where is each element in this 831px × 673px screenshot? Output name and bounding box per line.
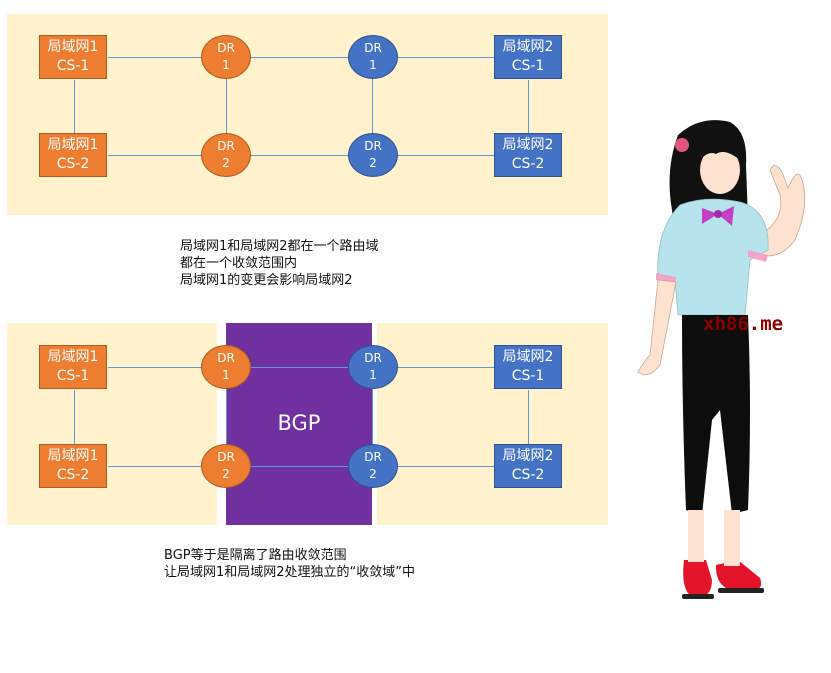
bgp-region: BGP (226, 323, 372, 525)
link-dr1-lan2cs1 (398, 57, 494, 58)
node-label-line1: 局域网1 (47, 349, 99, 365)
lan2-cs1-node: 局域网2 CS-1 (494, 35, 562, 79)
link-dr2-dr2 (251, 155, 348, 156)
lan2-cs2-node: 局域网2 CS-2 (494, 133, 562, 177)
ankle-shape (724, 510, 740, 566)
lower-arm-shape (637, 279, 677, 376)
dr2-right-node: DR 2 (348, 133, 398, 177)
bow-knot (714, 210, 722, 218)
sleeve-cuff-shape (748, 250, 768, 262)
watermark-text: xh86.me (703, 313, 784, 335)
node-label-line1: 局域网1 (47, 448, 99, 464)
caption-line: 让局域网1和局域网2处理独立的“收敛域”中 (164, 565, 416, 580)
lan2-cs1-node: 局域网2 CS-1 (494, 345, 562, 389)
link-lan1cs2-dr2 (108, 155, 201, 156)
node-label-line2: CS-2 (511, 156, 545, 172)
diagram1-caption: 局域网1和局域网2都在一个路由域 都在一个收敛范围内 局域网1的变更会影响局域网… (180, 238, 379, 289)
lan1-cs2-node: 局域网1 CS-2 (39, 444, 107, 488)
shirt-shape (657, 198, 769, 316)
node-label-line2: 1 (222, 368, 230, 382)
dr1-right-node: DR 1 (348, 35, 398, 79)
node-label-line1: 局域网1 (47, 137, 99, 153)
link-lan2cs1-lan2cs2 (528, 80, 529, 133)
link-dr2-lan2cs2 (398, 155, 494, 156)
node-label-line1: DR (217, 139, 235, 153)
caption-line: 都在一个收敛范围内 (180, 256, 298, 271)
node-label-line1: DR (364, 139, 382, 153)
ankle-shape (688, 510, 704, 562)
shoe-icon (683, 560, 712, 598)
diagram2-right-panel (377, 323, 608, 525)
node-label-line2: 2 (369, 467, 377, 481)
rose-icon (675, 138, 689, 152)
lan2-cs2-node: 局域网2 CS-2 (494, 444, 562, 488)
node-label-line2: CS-1 (56, 368, 90, 384)
link-dr2-lan2cs2 (398, 466, 494, 467)
link-lan1cs1-dr1 (108, 367, 201, 368)
link-dr1-dr2-left (226, 389, 227, 445)
link-dr1-dr2-right (372, 79, 373, 134)
dr2-right-node: DR 2 (348, 444, 398, 488)
node-label-line1: 局域网2 (502, 349, 554, 365)
node-label-line2: 1 (369, 58, 377, 72)
caption-line: BGP等于是隔离了路由收敛范围 (164, 548, 347, 563)
node-label-line1: DR (217, 450, 235, 464)
node-label-line1: DR (217, 41, 235, 55)
link-dr1-dr2-right (372, 389, 373, 445)
dr1-left-node: DR 1 (201, 345, 251, 389)
link-lan1cs1-dr1 (108, 57, 201, 58)
shoe-sole (682, 594, 714, 599)
node-label-line2: 2 (222, 156, 230, 170)
bangs-shape (698, 137, 740, 162)
node-label-line1: DR (364, 351, 382, 365)
link-lan1cs1-lan1cs2 (74, 80, 75, 133)
node-label-line1: DR (217, 351, 235, 365)
node-label-line2: 1 (222, 58, 230, 72)
node-label-line2: 2 (222, 467, 230, 481)
node-label-line1: 局域网2 (502, 137, 554, 153)
node-label-line1: DR (364, 450, 382, 464)
node-label-line2: CS-2 (511, 467, 545, 483)
raised-arm-shape (759, 165, 806, 257)
node-label-line2: CS-2 (56, 156, 90, 172)
link-lan2cs1-lan2cs2 (528, 390, 529, 444)
link-dr1-dr1 (251, 57, 348, 58)
caption-line: 局域网1的变更会影响局域网2 (180, 273, 353, 288)
link-dr2-dr2 (251, 466, 348, 467)
link-lan1cs1-lan1cs2 (74, 390, 75, 444)
link-dr1-dr1 (251, 367, 348, 368)
link-lan1cs2-dr2 (108, 466, 201, 467)
face-shape (700, 146, 740, 194)
node-label-line1: 局域网1 (47, 39, 99, 55)
diagram2-caption: BGP等于是隔离了路由收敛范围 让局域网1和局域网2处理独立的“收敛域”中 (164, 547, 415, 581)
caption-line: 局域网1和局域网2都在一个路由域 (180, 239, 379, 254)
node-label-line2: CS-1 (56, 58, 90, 74)
node-label-line2: 2 (369, 156, 377, 170)
node-label-line2: CS-2 (56, 467, 90, 483)
node-label-line2: 1 (369, 368, 377, 382)
bgp-label: BGP (277, 411, 321, 435)
dr2-left-node: DR 2 (201, 444, 251, 488)
shoe-sole (718, 588, 764, 593)
dr1-left-node: DR 1 (201, 35, 251, 79)
link-dr1-dr2-left (226, 79, 227, 134)
lan1-cs1-node: 局域网1 CS-1 (39, 35, 107, 79)
lan1-cs2-node: 局域网1 CS-2 (39, 133, 107, 177)
bow-tie-icon (702, 206, 734, 226)
node-label-line1: DR (364, 41, 382, 55)
node-label-line1: 局域网2 (502, 39, 554, 55)
dr2-left-node: DR 2 (201, 133, 251, 177)
node-label-line2: CS-1 (511, 58, 545, 74)
anime-girl-illustration (637, 120, 806, 599)
link-dr1-lan2cs1 (398, 367, 494, 368)
node-label-line1: 局域网2 (502, 448, 554, 464)
shoe-icon (715, 560, 762, 593)
trousers-shape (682, 315, 750, 515)
node-label-line2: CS-1 (511, 368, 545, 384)
lan1-cs1-node: 局域网1 CS-1 (39, 345, 107, 389)
dr1-right-node: DR 1 (348, 345, 398, 389)
